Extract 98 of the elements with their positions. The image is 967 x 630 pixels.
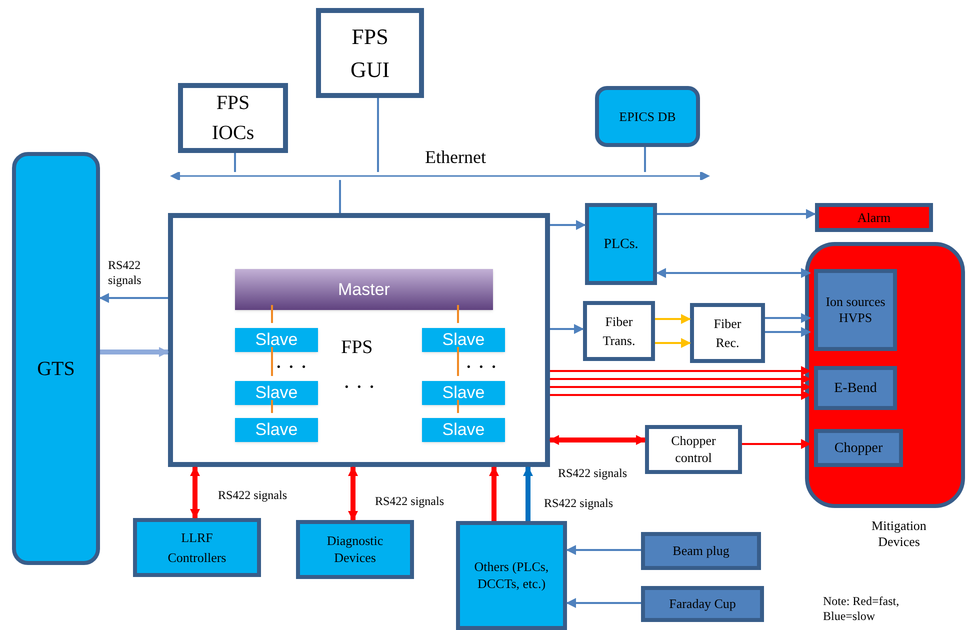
process-box (583, 301, 655, 361)
process-box (316, 8, 424, 98)
device-box (814, 366, 897, 410)
arrow (550, 382, 811, 392)
arrow (550, 366, 811, 376)
master-bar (235, 269, 493, 310)
node-label: Faraday Cup (669, 595, 736, 614)
device-box (814, 429, 903, 467)
slave-box (422, 328, 505, 352)
arrow (100, 347, 169, 357)
slave-box (422, 381, 505, 405)
node-label: GUI (350, 56, 390, 84)
node-label: HVPS (838, 310, 872, 326)
connector-line (271, 305, 273, 323)
arrow (765, 313, 811, 323)
connector-line (271, 400, 273, 413)
connector-line (457, 347, 459, 376)
connector-line (234, 153, 236, 172)
node-label: Controllers (168, 548, 226, 566)
node-label: Ion sources (826, 294, 886, 310)
arrow (190, 466, 200, 519)
node-label: Trans. (602, 332, 636, 350)
node-label: Others (PLCs, DCCTs, etc.) (473, 559, 550, 592)
database-box (595, 86, 700, 147)
node-label: FPS (341, 337, 373, 358)
slave-box (235, 328, 318, 352)
process-box (12, 152, 100, 565)
process-box (585, 203, 657, 285)
node-label: FPS (216, 91, 250, 116)
slave-box (422, 418, 505, 442)
process-box (690, 303, 765, 363)
slave-box (235, 381, 318, 405)
node-label: E-Bend (834, 380, 877, 398)
edge-label: RS422 signals (558, 466, 628, 481)
node-label: IOCs (212, 121, 254, 146)
system-box (168, 213, 550, 467)
node-label: Fiber (714, 314, 742, 332)
process-box (456, 521, 567, 630)
device-box (641, 532, 761, 570)
alarm-box (815, 203, 933, 232)
node-label: Slave (255, 382, 298, 404)
node-label: LLRF (181, 529, 213, 547)
process-box (645, 425, 742, 474)
node-label: Slave (442, 382, 485, 404)
arrow (550, 374, 811, 384)
arrow (523, 466, 533, 521)
connector-line (457, 400, 459, 413)
arrow (550, 324, 584, 334)
ellipsis: · · · (344, 378, 376, 398)
node-label: Fiber (605, 312, 633, 330)
slave-box (235, 418, 318, 442)
edge-label: RS422 signals (375, 494, 444, 509)
arrow (550, 220, 586, 230)
node-label: Chopper (834, 440, 883, 458)
arrow (99, 293, 168, 303)
note-text: Note: Red=fast, Blue=slow (823, 594, 900, 624)
edge-label: RS422 signals (544, 496, 614, 511)
node-label: Mitigation Devices (872, 518, 926, 550)
node-label: FPS (352, 23, 388, 51)
node-label: EPICS DB (619, 108, 676, 126)
process-box (178, 83, 288, 153)
node-label: Diagnostic Devices (326, 533, 384, 566)
arrow (549, 435, 646, 445)
arrow (742, 439, 811, 449)
node-label: Slave (442, 419, 485, 442)
arrow (765, 327, 811, 337)
arrow (550, 390, 811, 400)
connector-line (339, 180, 341, 213)
arrow (566, 545, 641, 555)
arrow (348, 466, 358, 521)
arrow (657, 209, 816, 219)
device-box (641, 586, 764, 622)
node-label: Master (338, 278, 390, 301)
connector-line (377, 98, 379, 172)
arrow (655, 314, 691, 324)
connector-line (644, 147, 646, 172)
node-label: Chopper control (670, 433, 717, 466)
node-label: Alarm (857, 208, 891, 227)
node-label: Rec. (716, 334, 740, 352)
arrow (655, 338, 691, 348)
node-label: Slave (255, 329, 298, 352)
node-label: Slave (442, 329, 485, 352)
ellipsis: · · · (276, 358, 308, 378)
arrow (566, 598, 641, 608)
node-label: Beam plug (672, 542, 730, 560)
arrow (489, 466, 499, 521)
arrow (656, 268, 811, 278)
connector-line (457, 305, 459, 323)
node-label: Slave (255, 419, 298, 442)
process-box (296, 520, 414, 579)
process-box (133, 518, 261, 577)
node-label: GTS (37, 357, 75, 382)
connector-line (271, 347, 273, 376)
ellipsis: · · · (466, 358, 498, 378)
node-label: PLCs. (604, 236, 638, 254)
device-box (814, 269, 897, 351)
node-label: Ethernet (425, 147, 486, 167)
edge-label: RS422 signals (218, 488, 288, 503)
